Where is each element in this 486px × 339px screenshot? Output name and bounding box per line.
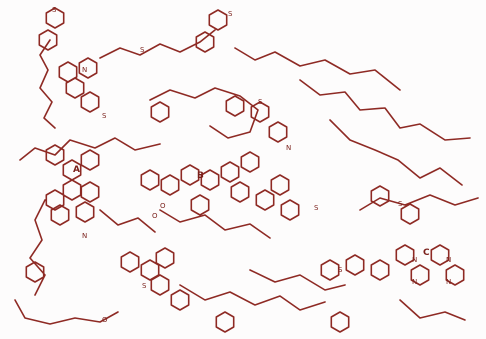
aromatic-ring	[330, 311, 350, 333]
atom-label: S	[314, 204, 319, 212]
aromatic-rings	[25, 7, 465, 333]
region-label-a: A	[73, 165, 80, 175]
chain-mid-lower	[159, 209, 271, 239]
aromatic-ring	[78, 57, 98, 79]
aromatic-ring	[320, 259, 340, 281]
aromatic-ring	[200, 169, 220, 191]
aromatic-ring	[80, 149, 100, 171]
aromatic-ring	[120, 251, 140, 273]
atom-label: N	[412, 278, 417, 286]
aromatic-ring	[155, 247, 175, 269]
aromatic-ring	[150, 274, 170, 296]
aromatic-ring	[45, 189, 65, 211]
aromatic-ring	[80, 91, 100, 113]
atom-label: S	[102, 112, 107, 120]
aromatic-ring	[445, 264, 465, 286]
aromatic-ring	[75, 201, 95, 223]
aromatic-ring	[370, 259, 390, 281]
aromatic-ring	[270, 174, 290, 196]
aromatic-ring	[45, 7, 65, 29]
chain-top-left	[39, 39, 56, 129]
atom-label: N	[446, 278, 451, 286]
aromatic-ring	[225, 95, 245, 117]
chain-right-2	[329, 119, 463, 186]
chain-left-down	[29, 199, 46, 296]
aromatic-ring	[345, 254, 365, 276]
aromatic-ring	[180, 164, 200, 186]
chain-mid-loop	[149, 87, 259, 139]
aromatic-ring	[65, 77, 85, 99]
region-label-b: B	[197, 171, 204, 181]
aromatic-ring	[190, 194, 210, 216]
chain-bottom-right	[399, 299, 466, 321]
atom-label: N	[446, 256, 451, 264]
aromatic-ring	[250, 101, 270, 123]
chain-right-1	[299, 79, 471, 141]
atom-label: N	[412, 256, 417, 264]
aromatic-ring	[280, 199, 300, 221]
aromatic-ring	[220, 161, 240, 183]
chain-right-3	[359, 194, 479, 211]
aromatic-ring	[195, 31, 215, 53]
aromatic-ring	[430, 244, 450, 266]
atom-label: S	[398, 200, 403, 208]
atom-label: S	[258, 98, 263, 106]
chain-bottom-loop	[14, 299, 119, 325]
chain-top-right	[234, 47, 401, 91]
atom-label: O	[160, 202, 166, 210]
atom-label: O	[102, 316, 108, 324]
aromatic-ring	[80, 181, 100, 203]
aromatic-ring	[230, 181, 250, 203]
alkyl-chains	[14, 29, 479, 325]
aromatic-ring	[160, 174, 180, 196]
aromatic-ring	[38, 29, 58, 51]
aromatic-ring	[255, 189, 275, 211]
aromatic-ring	[400, 203, 420, 225]
atom-label: O	[152, 212, 158, 220]
chain-bottom-2	[249, 269, 346, 291]
aromatic-ring	[395, 244, 415, 266]
aromatic-ring	[370, 185, 390, 207]
atom-label: N	[82, 66, 87, 74]
aromatic-ring	[45, 144, 65, 166]
atom-label: S	[52, 6, 57, 14]
atom-label: S	[140, 46, 145, 54]
aromatic-ring	[240, 151, 260, 173]
aromatic-ring	[170, 289, 190, 311]
aromatic-ring	[140, 169, 160, 191]
aromatic-ring	[25, 261, 45, 283]
chain-mid-left	[19, 137, 161, 161]
chain-top-mid	[99, 29, 216, 59]
aromatic-ring	[50, 204, 70, 226]
aromatic-ring	[62, 179, 82, 201]
aromatic-ring	[150, 101, 170, 123]
chain-ester	[99, 209, 156, 233]
atom-label: N	[82, 232, 87, 240]
aromatic-ring	[215, 311, 235, 333]
atom-label: S	[338, 266, 343, 274]
atom-label: S	[142, 282, 147, 290]
region-label-c: C	[423, 248, 430, 258]
atom-label: N	[286, 144, 291, 152]
aromatic-ring	[410, 264, 430, 286]
chain-bottom-1	[179, 284, 326, 311]
aromatic-ring	[208, 9, 228, 31]
atom-label: S	[228, 10, 233, 18]
aromatic-ring	[268, 121, 288, 143]
